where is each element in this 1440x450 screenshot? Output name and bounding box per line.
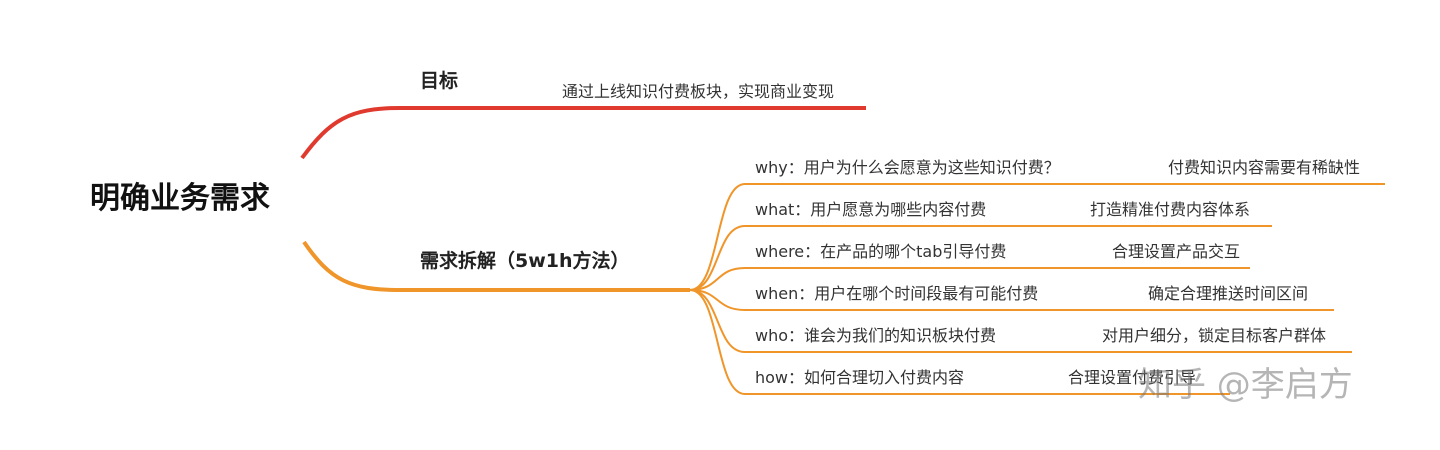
goal-detail[interactable]: 通过上线知识付费板块，实现商业变现 bbox=[562, 82, 835, 101]
leaf-why-detail[interactable]: 付费知识内容需要有稀缺性 bbox=[1168, 158, 1361, 177]
edge-root-goal bbox=[300, 106, 866, 160]
edge-when bbox=[689, 289, 1334, 311]
edge-how bbox=[689, 289, 1230, 395]
edge-root-breakdown bbox=[302, 240, 690, 292]
leaf-who[interactable]: who：谁会为我们的知识板块付费 bbox=[755, 326, 997, 345]
leaf-where[interactable]: where：在产品的哪个tab引导付费 bbox=[755, 242, 1007, 261]
branch-breakdown[interactable]: 需求拆解（5w1h方法） bbox=[420, 250, 630, 272]
leaf-who-detail[interactable]: 对用户细分，锁定目标客户群体 bbox=[1102, 326, 1327, 345]
edge-where bbox=[689, 267, 1250, 291]
leaf-how-detail[interactable]: 合理设置付费引导 bbox=[1068, 368, 1197, 387]
root-node[interactable]: 明确业务需求 bbox=[90, 181, 270, 216]
leaf-when[interactable]: when：用户在哪个时间段最有可能付费 bbox=[755, 284, 1039, 303]
leaf-when-detail[interactable]: 确定合理推送时间区间 bbox=[1148, 284, 1309, 303]
leaf-what[interactable]: what：用户愿意为哪些内容付费 bbox=[755, 200, 987, 219]
edge-who bbox=[689, 289, 1352, 353]
watermark: 知乎 @李启方 bbox=[1138, 365, 1353, 405]
edge-what bbox=[689, 225, 1272, 291]
edge-why bbox=[689, 183, 1385, 291]
leaf-where-detail[interactable]: 合理设置产品交互 bbox=[1112, 242, 1241, 261]
leaf-why[interactable]: why：用户为什么会愿意为这些知识付费？ bbox=[755, 158, 1060, 177]
leaf-how[interactable]: how：如何合理切入付费内容 bbox=[755, 368, 965, 387]
branch-goal[interactable]: 目标 bbox=[420, 70, 459, 92]
leaf-what-detail[interactable]: 打造精准付费内容体系 bbox=[1090, 200, 1251, 219]
